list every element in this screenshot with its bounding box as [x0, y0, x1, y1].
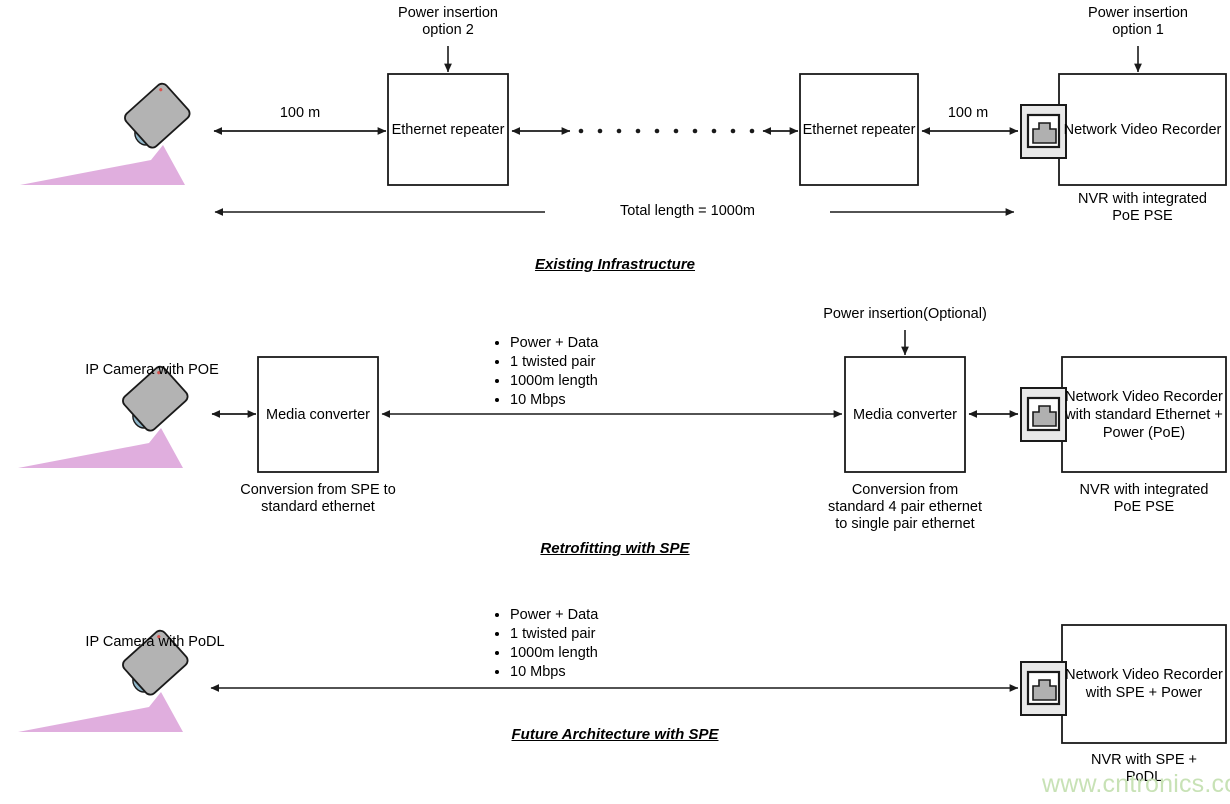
label-nvr-existing: Network Video Recorder [1063, 121, 1222, 138]
box-media-converter-left [257, 356, 379, 473]
caption-nvr-existing: NVR with integrated PoE PSE [1078, 191, 1207, 224]
label-ip-camera-poe: IP Camera with POE [85, 362, 219, 378]
label-power-insertion-option-2: Power insertion option 2 [398, 5, 498, 38]
bullet-list: Power + Data 1 twisted pair 1000m length… [488, 334, 688, 410]
label-total-length: Total length = 1000m [545, 203, 830, 220]
watermark: www.cntronics.com [1042, 770, 1230, 798]
box-media-converter-right [844, 356, 966, 473]
caption-nvr-future: NVR with SPE + PoDL [1091, 752, 1197, 785]
label-span-100m-right: 100 m [947, 105, 989, 121]
label-nvr-retrofit: Network Video Recorder with standard Eth… [1065, 388, 1223, 441]
camera-icon-retrofit [18, 365, 189, 468]
bullet-item: 1000m length [510, 644, 688, 663]
label-ethernet-repeater-right: Ethernet repeater [802, 121, 916, 138]
caption-media-converter-left: Conversion from SPE to standard ethernet [240, 482, 396, 515]
section-title-future: Future Architecture with SPE [511, 726, 719, 743]
box-nvr-future [1061, 624, 1227, 744]
label-ethernet-repeater-left: Ethernet repeater [391, 121, 505, 138]
bullet-list: Power + Data 1 twisted pair 1000m length… [488, 606, 688, 682]
bullet-item: Power + Data [510, 334, 688, 353]
bullet-item: 10 Mbps [510, 663, 688, 682]
bullet-item: 1 twisted pair [510, 625, 688, 644]
bullets-spe-link-future: Power + Data 1 twisted pair 1000m length… [488, 606, 688, 682]
label-power-insertion-option-1: Power insertion option 1 [1088, 5, 1188, 38]
label-media-converter-right: Media converter [853, 406, 957, 423]
section-title-retrofit: Retrofitting with SPE [540, 540, 690, 557]
rj45-connector-icon-retrofit [1020, 387, 1067, 442]
camera-icon-future [18, 629, 189, 732]
bullets-spe-link-retrofit: Power + Data 1 twisted pair 1000m length… [488, 334, 688, 410]
bullet-item: 10 Mbps [510, 391, 688, 410]
label-ip-camera-podl: IP Camera with PoDL [85, 634, 225, 650]
box-ethernet-repeater-right [799, 73, 919, 186]
rj45-connector-icon-existing [1020, 104, 1067, 159]
box-ethernet-repeater-left [387, 73, 509, 186]
section-title-existing: Existing Infrastructure [534, 256, 696, 273]
bullet-item: 1000m length [510, 372, 688, 391]
label-nvr-future: Network Video Recorder with SPE + Power [1065, 667, 1223, 701]
box-nvr-existing [1058, 73, 1227, 186]
caption-nvr-retrofit: NVR with integrated PoE PSE [1079, 482, 1209, 515]
caption-media-converter-right: Conversion from standard 4 pair ethernet… [828, 482, 982, 532]
label-power-insertion-optional: Power insertion(Optional) [823, 306, 987, 322]
label-span-100m-left: 100 m [279, 105, 321, 121]
bullet-item: 1 twisted pair [510, 353, 688, 372]
box-nvr-retrofit [1061, 356, 1227, 473]
bullet-item: Power + Data [510, 606, 688, 625]
rj45-connector-icon-future [1020, 661, 1067, 716]
label-media-converter-left: Media converter [266, 406, 370, 423]
camera-icon-existing [20, 82, 191, 185]
ellipsis-dots [578, 128, 755, 134]
